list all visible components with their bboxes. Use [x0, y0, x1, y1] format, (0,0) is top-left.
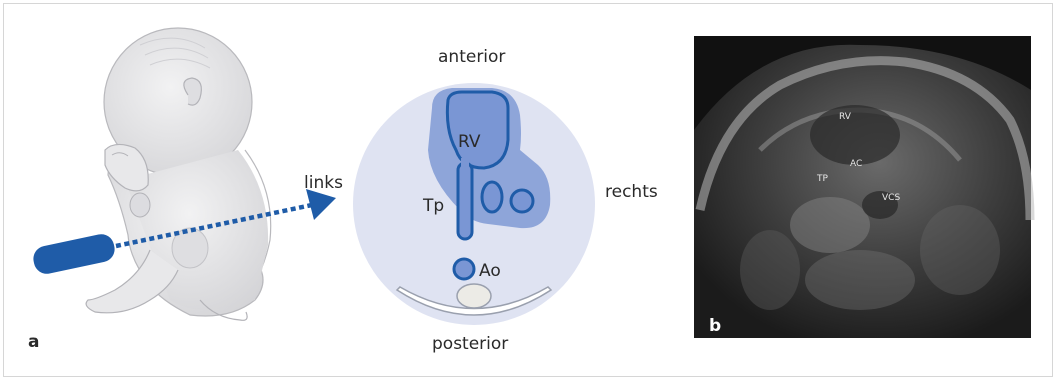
- ultrasound-image: [694, 36, 1031, 338]
- panel-label-a: a: [28, 332, 39, 352]
- label-tp: Tp: [422, 196, 444, 216]
- cross-section-diagram: [353, 83, 595, 325]
- orientation-right: rechts: [605, 182, 658, 202]
- descending-aorta: [454, 259, 474, 279]
- orientation-top: anterior: [438, 47, 505, 67]
- ultrasound-probe-icon: [31, 232, 117, 276]
- pulmonary-trunk: [458, 163, 472, 239]
- orientation-left: links: [304, 173, 343, 193]
- us-label-vcs: VCS: [882, 193, 900, 203]
- orientation-bottom: posterior: [432, 334, 508, 354]
- us-label-rv: RV: [839, 112, 852, 122]
- aorta-ascending-vessel: [482, 182, 502, 212]
- superior-vena-cava-vessel: [511, 190, 533, 212]
- vertebra: [457, 284, 491, 308]
- label-rv: RV: [458, 132, 481, 152]
- fetus-illustration: [86, 28, 271, 320]
- label-ao: Ao: [479, 261, 501, 281]
- panel-label-b: b: [709, 316, 721, 336]
- us-label-ac: AC: [850, 159, 862, 169]
- us-label-tp: TP: [816, 174, 828, 184]
- arrowhead-icon: [306, 189, 336, 220]
